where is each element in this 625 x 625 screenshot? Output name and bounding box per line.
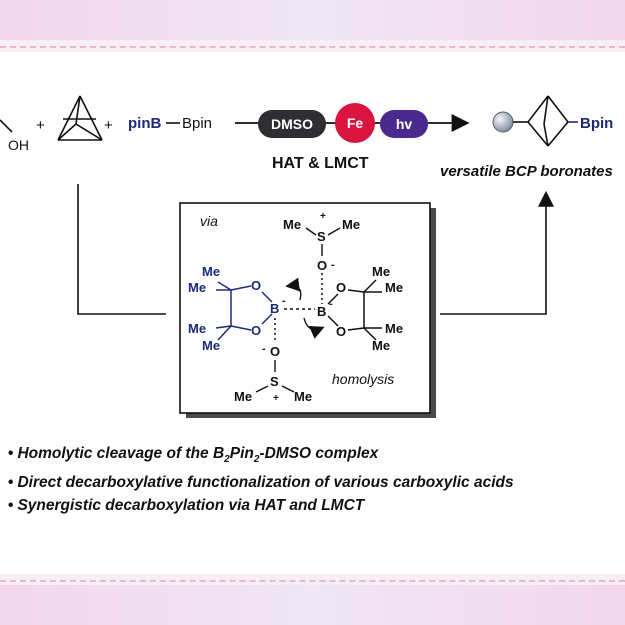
bcp-product-structure: Bpin bbox=[492, 95, 613, 147]
via-label: via bbox=[200, 213, 218, 229]
substituent-ball bbox=[492, 111, 514, 133]
dmso-pill: DMSO bbox=[258, 110, 326, 138]
fe-label: Fe bbox=[347, 115, 364, 131]
svg-text:Me: Me bbox=[372, 338, 390, 353]
svg-text:+: + bbox=[320, 211, 326, 222]
plus-sign-1: + bbox=[36, 117, 45, 134]
svg-text:-: - bbox=[331, 259, 335, 271]
svg-text:Me: Me bbox=[202, 264, 220, 279]
svg-text:O: O bbox=[251, 323, 261, 338]
bottom-dmso-ligand: - O S + Me Me bbox=[234, 318, 312, 404]
svg-text:Me: Me bbox=[385, 321, 403, 336]
connector-left bbox=[77, 184, 166, 315]
bottom-decorative-band bbox=[0, 585, 625, 625]
svg-text:Me: Me bbox=[188, 321, 206, 336]
svg-text:B: B bbox=[317, 304, 326, 319]
product-bpin-label: Bpin bbox=[580, 115, 613, 132]
svg-text:Me: Me bbox=[385, 280, 403, 295]
svg-text:+: + bbox=[273, 393, 279, 404]
highlight-item: •Homolytic cleavage of the B2Pin2-DMSO c… bbox=[8, 445, 379, 466]
svg-text:Me: Me bbox=[234, 389, 252, 404]
svg-text:S: S bbox=[270, 374, 279, 389]
svg-text:O: O bbox=[270, 344, 280, 359]
homolysis-label: homolysis bbox=[332, 371, 394, 387]
left-bpin-ring: Me Me Me Me O O B - bbox=[188, 264, 286, 353]
highlights-list: •Homolytic cleavage of the B2Pin2-DMSO c… bbox=[8, 442, 625, 517]
oh-label: OH bbox=[8, 137, 29, 153]
fe-catalyst-circle: Fe bbox=[335, 103, 375, 143]
svg-text:O: O bbox=[317, 258, 327, 273]
product-label: versatile BCP boronates bbox=[440, 163, 613, 180]
svg-text:Me: Me bbox=[283, 217, 301, 232]
mechanism-box bbox=[179, 202, 431, 414]
svg-text:Me: Me bbox=[342, 217, 360, 232]
pinb-label: pinB bbox=[128, 115, 161, 132]
svg-text:Me: Me bbox=[188, 280, 206, 295]
svg-text:B: B bbox=[270, 301, 279, 316]
svg-text:Me: Me bbox=[202, 338, 220, 353]
highlight-item: •Synergistic decarboxylation via HAT and… bbox=[8, 497, 365, 515]
connector-right-arrow bbox=[440, 190, 554, 315]
top-dashed-divider bbox=[0, 46, 625, 48]
svg-text:O: O bbox=[251, 278, 261, 293]
bpin-reagent-label: Bpin bbox=[182, 115, 212, 132]
hv-label: hv bbox=[396, 116, 413, 132]
svg-text:-: - bbox=[262, 343, 266, 355]
svg-text:Me: Me bbox=[294, 389, 312, 404]
dmso-label: DMSO bbox=[271, 116, 313, 132]
highlight-item: •Direct decarboxylative functionalizatio… bbox=[8, 474, 514, 492]
top-decorative-band bbox=[0, 0, 625, 40]
light-pill: hv bbox=[380, 110, 428, 138]
svg-text:-: - bbox=[329, 298, 333, 310]
carboxylic-acid-fragment: OH bbox=[0, 119, 29, 153]
svg-text:Me: Me bbox=[372, 264, 390, 279]
bottom-dashed-divider bbox=[0, 580, 625, 582]
svg-text:S: S bbox=[317, 229, 326, 244]
condition-text: HAT & LMCT bbox=[272, 155, 369, 172]
electron-arrow-left bbox=[285, 277, 302, 301]
svg-text:O: O bbox=[336, 280, 346, 295]
right-bpin-ring: B - O O Me Me Me Me bbox=[317, 264, 403, 353]
svg-text:-: - bbox=[282, 295, 286, 307]
svg-text:O: O bbox=[336, 324, 346, 339]
plus-sign-2: + bbox=[104, 117, 113, 134]
electron-arrow-right bbox=[303, 317, 325, 339]
top-dmso-ligand: Me Me S + O - bbox=[283, 211, 360, 304]
propellane-structure bbox=[57, 95, 103, 141]
